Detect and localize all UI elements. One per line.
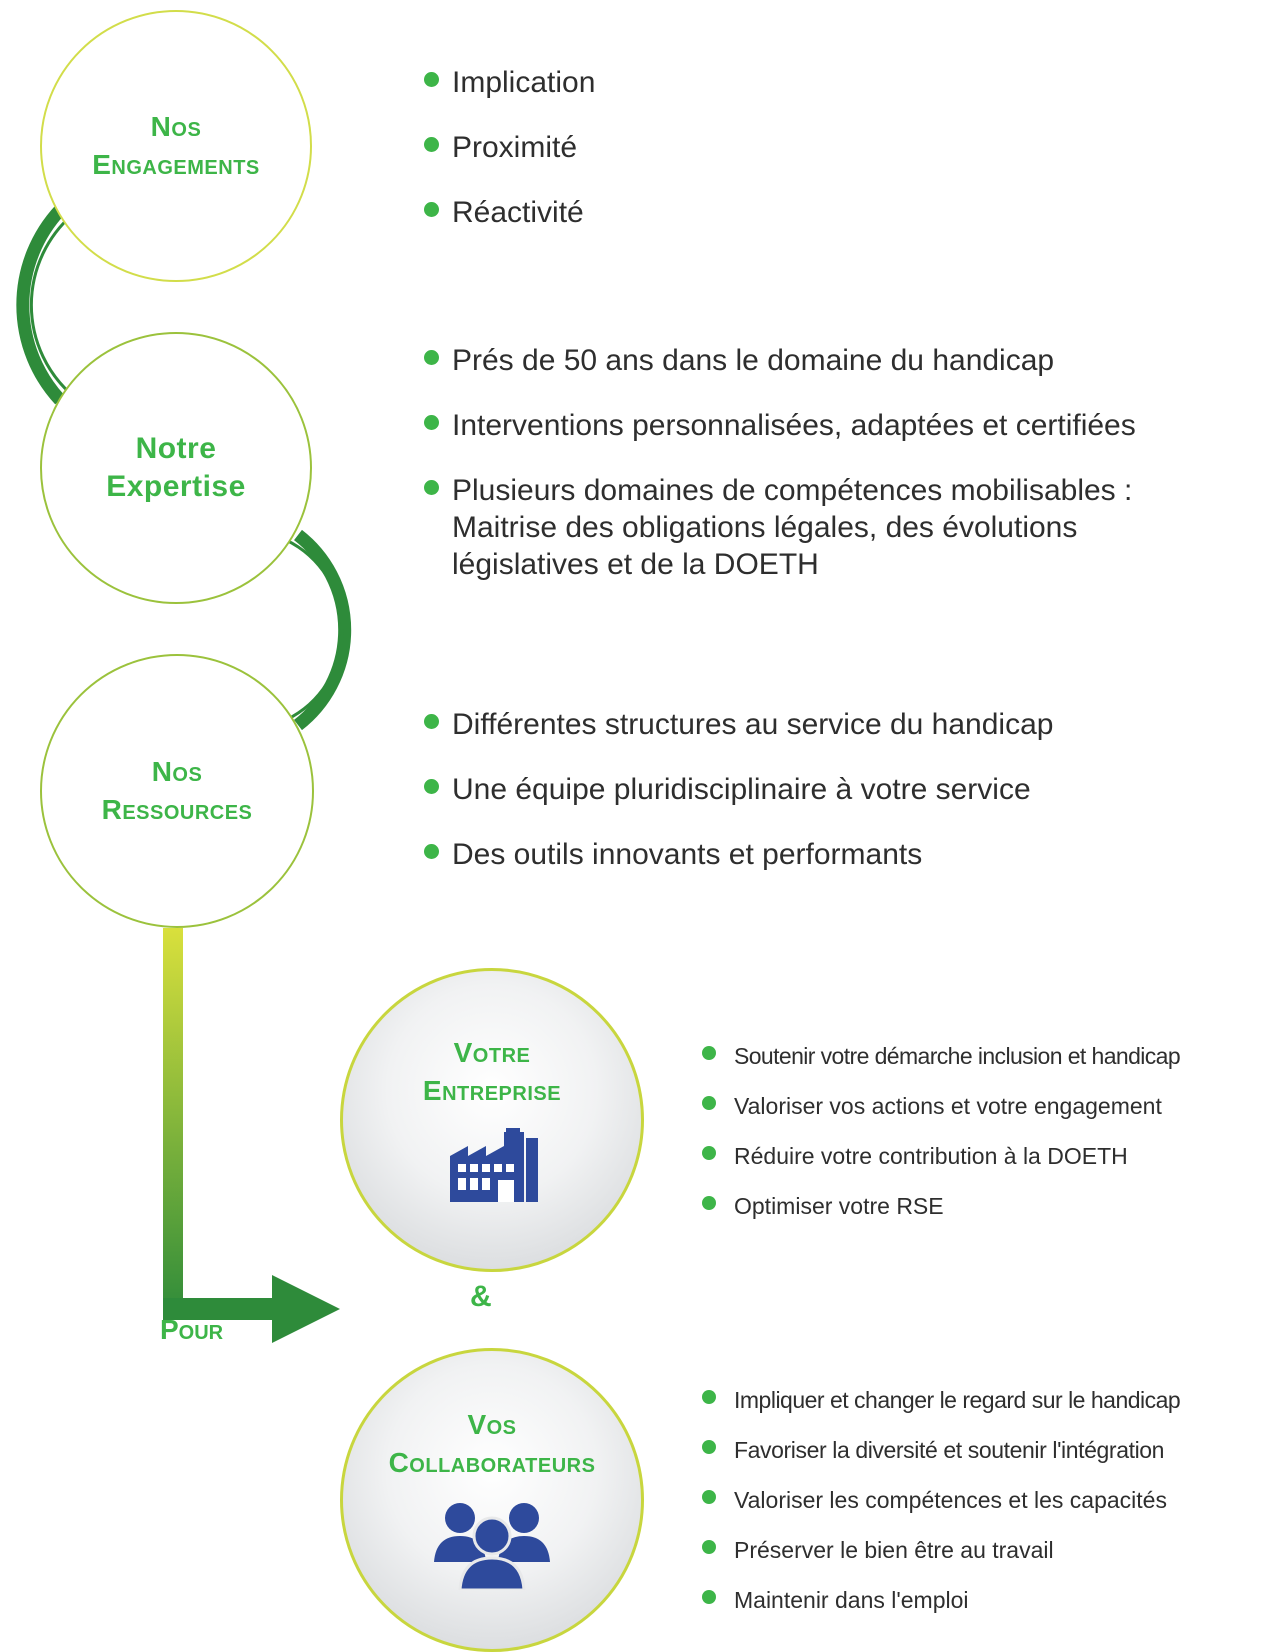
expertise-list: Prés de 50 ans dans le domaine du handic…: [418, 342, 1208, 611]
target-title: Votre Entreprise: [423, 1034, 561, 1110]
pour-label: Pour: [160, 1314, 224, 1345]
pillar-title-line2: Expertise: [106, 470, 246, 503]
list-item: Réactivité: [418, 194, 1258, 231]
list-item: Favoriser la diversité et soutenir l'int…: [700, 1436, 1275, 1464]
list-item-text: Une équipe pluridisciplinaire à votre se…: [452, 773, 1031, 806]
list-item: Optimiser votre RSE: [700, 1192, 1270, 1220]
target-title-line2: Entreprise: [422, 1074, 562, 1106]
bullet-dot-icon: [702, 1440, 716, 1454]
pillar-title-line2: Ressources: [101, 794, 253, 825]
list-item: Plusieurs domaines de compétences mobili…: [418, 472, 1172, 583]
bullet-dot-icon: [424, 202, 439, 217]
list-item-text: Interventions personnalisées, adaptées e…: [452, 409, 1136, 442]
list-item-text: Prés de 50 ans dans le domaine du handic…: [452, 344, 1055, 377]
list-item-text: Réactivité: [452, 196, 584, 229]
list-item-text: Implication: [452, 66, 596, 99]
target-title-line1: Votre: [453, 1036, 531, 1068]
list-item: Valoriser vos actions et votre engagemen…: [700, 1092, 1270, 1120]
bullet-dot-icon: [702, 1490, 716, 1504]
list-item: Une équipe pluridisciplinaire à votre se…: [418, 771, 1258, 808]
list-item: Interventions personnalisées, adaptées e…: [418, 407, 1208, 444]
arrow-head: [272, 1275, 340, 1343]
bullet-dot-icon: [702, 1390, 716, 1404]
bullet-dot-icon: [702, 1196, 716, 1210]
list-item-text: Impliquer et changer le regard sur le ha…: [734, 1387, 1181, 1413]
bullet-dot-icon: [424, 480, 439, 495]
bullet-dot-icon: [424, 714, 439, 729]
bullet-dot-icon: [424, 72, 439, 87]
list-item-text: Soutenir votre démarche inclusion et han…: [734, 1043, 1181, 1069]
list-item: Valoriser les compétences et les capacit…: [700, 1486, 1275, 1514]
list-item-text: Proximité: [452, 131, 578, 164]
collaborateurs-list: Impliquer et changer le regard sur le ha…: [700, 1386, 1275, 1636]
list-item-text: Des outils innovants et performants: [452, 838, 923, 871]
bullet-dot-icon: [424, 844, 439, 859]
target-entreprise: Votre Entreprise: [340, 968, 644, 1272]
entreprise-list: Soutenir votre démarche inclusion et han…: [700, 1042, 1270, 1242]
list-item: Implication: [418, 64, 1258, 101]
list-item-text: Différentes structures au service du han…: [452, 708, 1054, 741]
flow-bar: [163, 928, 183, 1318]
list-item-text: Favoriser la diversité et soutenir l'int…: [734, 1437, 1165, 1463]
bullet-dot-icon: [424, 350, 439, 365]
list-item: Proximité: [418, 129, 1258, 166]
pillar-title: Nos Ressources: [102, 753, 253, 829]
bullet-dot-icon: [702, 1590, 716, 1604]
pillar-title-line1: Nos: [151, 756, 203, 787]
ampersand-label: &: [470, 1280, 492, 1313]
pillar-ressources: Nos Ressources: [40, 654, 314, 928]
people-group-icon: [432, 1500, 552, 1595]
list-item-text: Préserver le bien être au travail: [734, 1537, 1054, 1563]
engagements-list: Implication Proximité Réactivité: [418, 64, 1258, 259]
target-collaborateurs: Vos Collaborateurs: [340, 1348, 644, 1652]
list-item: Des outils innovants et performants: [418, 836, 1258, 873]
target-title-line1: Vos: [467, 1408, 517, 1440]
pillar-title-line1: Notre: [135, 432, 217, 465]
factory-icon: [446, 1127, 538, 1207]
bullet-dot-icon: [424, 415, 439, 430]
list-item: Préserver le bien être au travail: [700, 1536, 1275, 1564]
list-item-text: Maintenir dans l'emploi: [734, 1587, 969, 1613]
list-item-text: Optimiser votre RSE: [734, 1193, 944, 1219]
list-item-text: Réduire votre contribution à la DOETH: [734, 1143, 1128, 1169]
pillar-title-line2: Engagements: [92, 149, 260, 180]
bullet-dot-icon: [424, 779, 439, 794]
pillar-title-line1: Nos: [150, 111, 202, 142]
list-item-text: Valoriser vos actions et votre engagemen…: [734, 1093, 1162, 1119]
link-engagements-expertise: [16, 205, 65, 405]
list-item: Différentes structures au service du han…: [418, 706, 1258, 743]
list-item: Soutenir votre démarche inclusion et han…: [700, 1042, 1270, 1070]
pillar-title: Notre Expertise: [106, 430, 246, 506]
bullet-dot-icon: [702, 1096, 716, 1110]
pillar-title: Nos Engagements: [92, 108, 260, 184]
link-expertise-ressources: [294, 529, 352, 731]
bullet-dot-icon: [702, 1540, 716, 1554]
list-item: Impliquer et changer le regard sur le ha…: [700, 1386, 1275, 1414]
list-item: Réduire votre contribution à la DOETH: [700, 1142, 1270, 1170]
pillar-expertise: Notre Expertise: [40, 332, 312, 604]
target-title: Vos Collaborateurs: [389, 1406, 596, 1482]
list-item: Prés de 50 ans dans le domaine du handic…: [418, 342, 1208, 379]
bullet-dot-icon: [424, 137, 439, 152]
bullet-dot-icon: [702, 1046, 716, 1060]
list-item-text: Plusieurs domaines de compétences mobili…: [452, 474, 1133, 581]
pillar-engagements: Nos Engagements: [40, 10, 312, 282]
target-title-line2: Collaborateurs: [388, 1446, 596, 1478]
list-item: Maintenir dans l'emploi: [700, 1586, 1275, 1614]
ressources-list: Différentes structures au service du han…: [418, 706, 1258, 901]
bullet-dot-icon: [702, 1146, 716, 1160]
list-item-text: Valoriser les compétences et les capacit…: [734, 1487, 1167, 1513]
flow-bar-horizontal: [163, 1298, 278, 1320]
